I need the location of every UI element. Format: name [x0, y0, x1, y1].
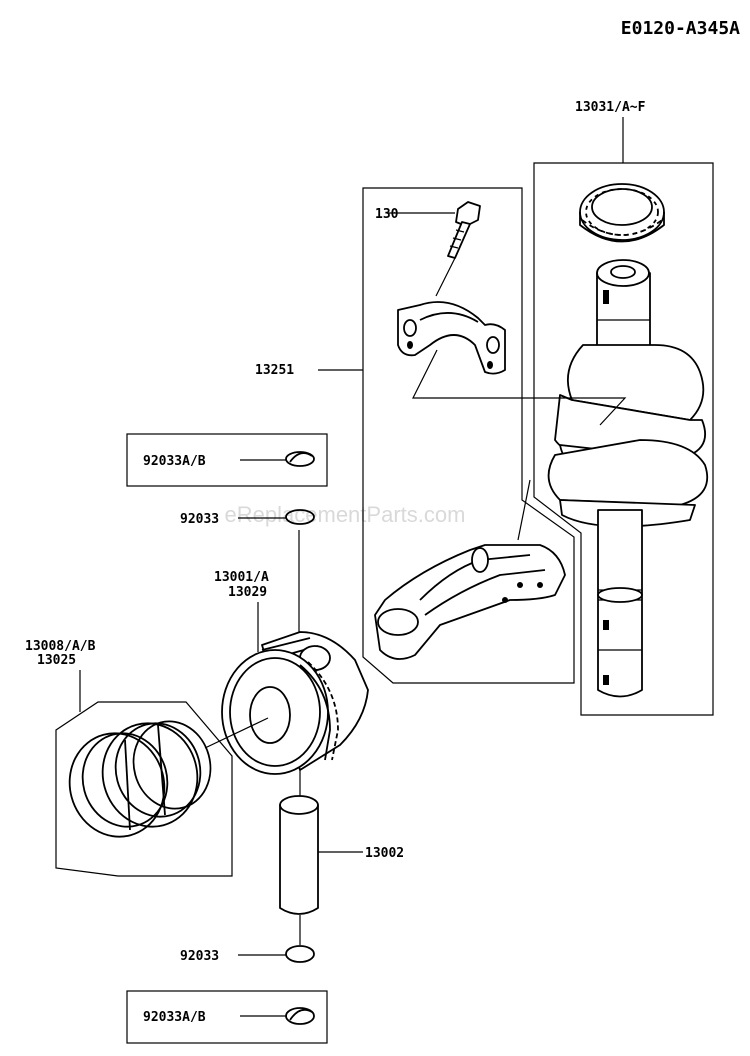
piston-pin-group[interactable]: 13002	[279, 795, 404, 945]
snap-ring-top-label: 92033	[180, 512, 219, 527]
piston-pin-icon	[279, 795, 319, 915]
snap-ring-icon	[285, 451, 315, 467]
piston-label-b: 13029	[228, 585, 267, 600]
snap-ring-kit-top[interactable]: 92033A/B	[126, 433, 328, 487]
watermark: eReplacementParts.com	[225, 502, 466, 527]
bolt-label: 130	[375, 207, 399, 222]
snap-ring-bottom[interactable]: 92033	[180, 945, 315, 964]
bolt-icon	[435, 201, 481, 297]
diagram-id: E0120-A345A	[621, 18, 740, 39]
snap-ring-bottom-label: 92033	[180, 949, 219, 964]
piston-pin-label: 13002	[365, 846, 404, 861]
piston-rings-group[interactable]: 13008/A/B 13025	[25, 639, 233, 877]
kit-bottom-label: 92033A/B	[143, 1010, 206, 1025]
snap-ring-bottom-icon	[285, 945, 315, 963]
piston-icon	[221, 631, 369, 775]
connecting-rod-icon	[374, 544, 566, 660]
connecting-rod-label: 13251	[255, 363, 294, 378]
crankshaft-label: 13031/A~F	[575, 100, 646, 115]
piston-rings-icon	[68, 720, 212, 838]
snap-ring-top-icon	[285, 509, 315, 525]
crankshaft-group[interactable]: 13031/A~F	[533, 100, 714, 716]
piston-label-a: 13001/A	[214, 570, 269, 585]
crankshaft-icon	[547, 259, 709, 698]
rings-label-a: 13008/A/B	[25, 639, 96, 654]
rings-label-b: 13025	[37, 653, 76, 668]
snap-ring-top[interactable]: 92033	[180, 509, 315, 527]
snap-ring-kit-bottom-icon	[285, 1007, 315, 1025]
rod-cap-icon	[397, 301, 506, 375]
connecting-rod-group[interactable]: 13251 130	[255, 187, 627, 684]
piston-group[interactable]: 13001/A 13029	[204, 530, 369, 800]
kit-top-label: 92033A/B	[143, 454, 206, 469]
crank-gear-icon	[579, 183, 665, 243]
snap-ring-kit-bottom[interactable]: 92033A/B	[126, 990, 328, 1044]
